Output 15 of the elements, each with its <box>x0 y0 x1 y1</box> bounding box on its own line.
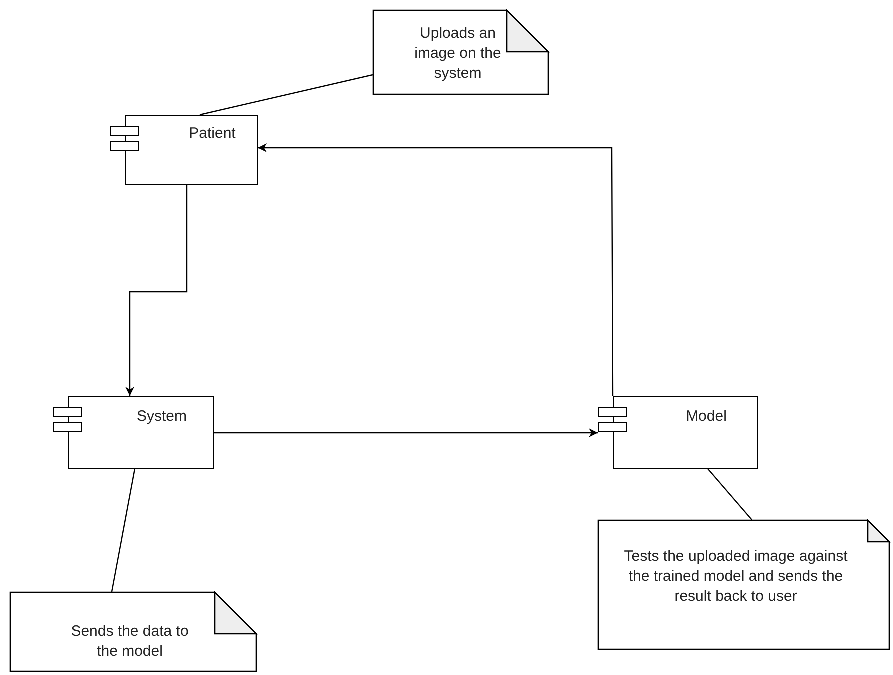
component-label: Model <box>685 407 728 427</box>
note-box <box>373 10 549 95</box>
note-text: Tests the uploaded image against the trained model and sends the result back to user <box>623 547 849 607</box>
component-label: System <box>136 407 188 427</box>
note-box <box>10 592 257 672</box>
note-text: Sends the data to the model <box>70 622 190 662</box>
note-text: Uploads an image on the system <box>414 24 502 84</box>
note-box <box>598 520 890 650</box>
connector-line <box>111 468 136 592</box>
connector-line <box>200 74 374 116</box>
component-label: Patient <box>188 124 237 144</box>
connector-line <box>708 468 752 520</box>
arrow <box>126 185 188 396</box>
arrow <box>258 144 614 396</box>
arrow <box>214 428 598 438</box>
